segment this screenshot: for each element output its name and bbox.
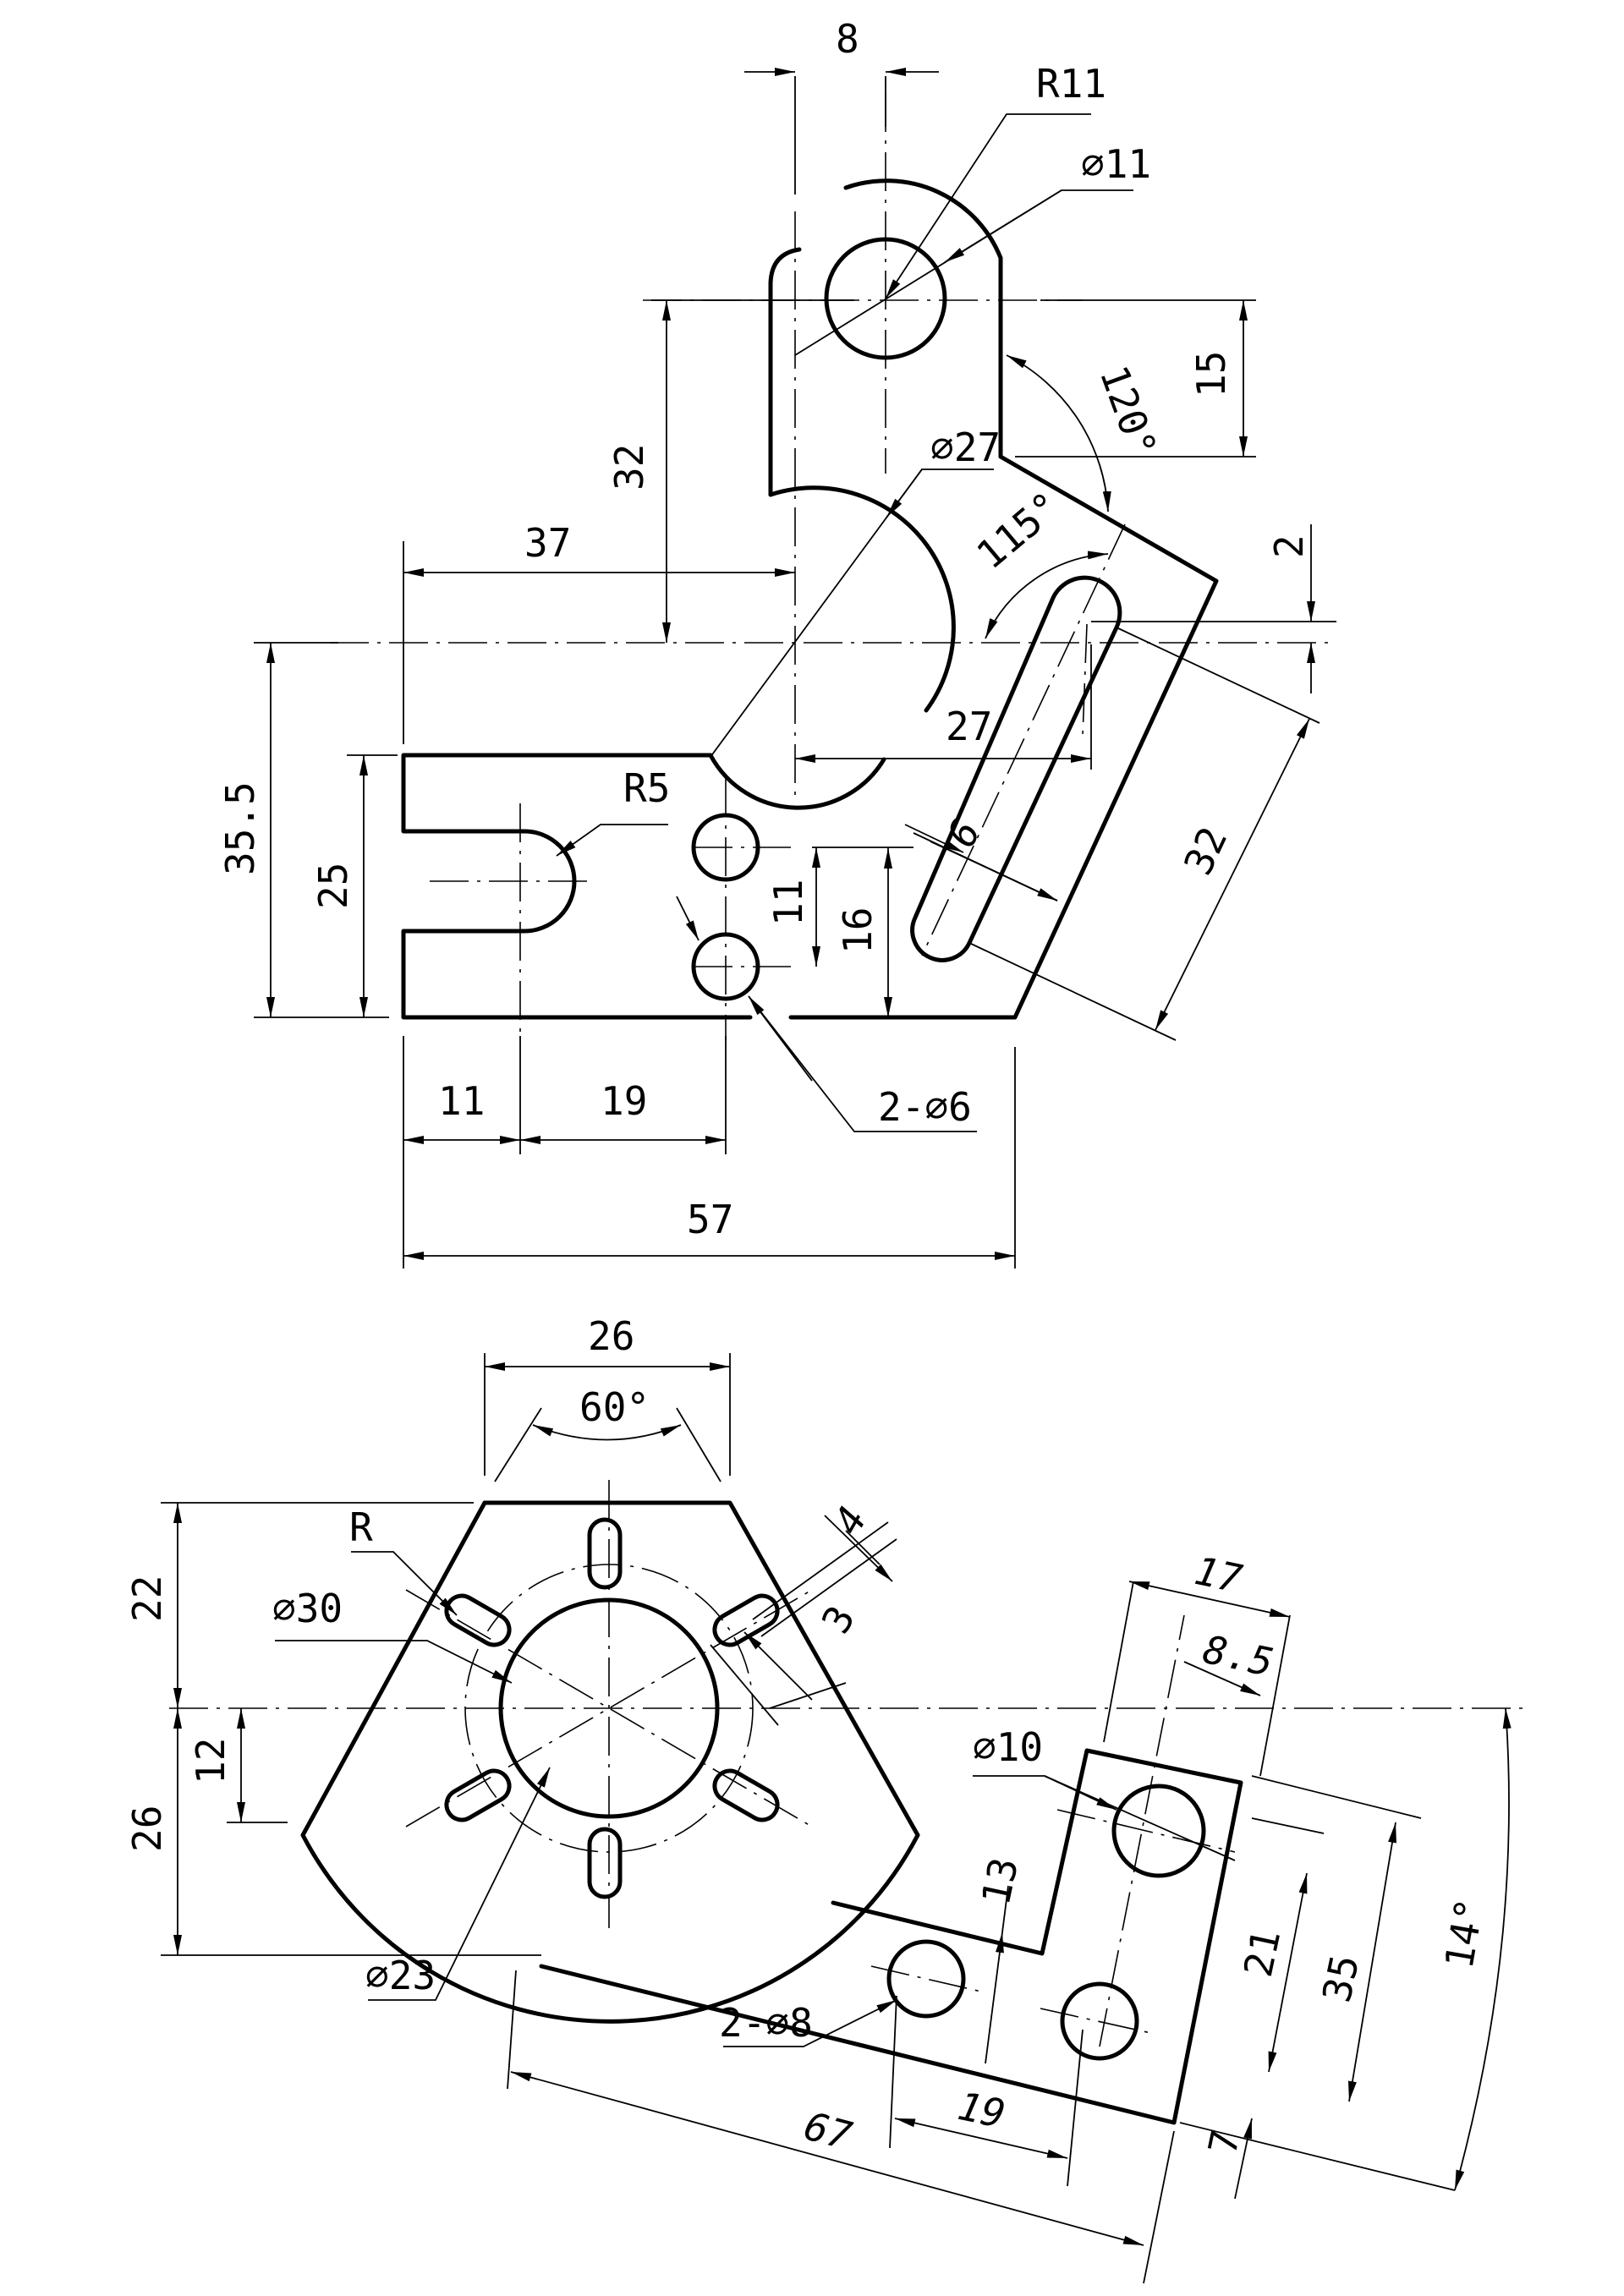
- dim-21: 21: [1235, 1926, 1289, 1981]
- dim-67: 67: [799, 2102, 857, 2159]
- dim-35-5: 35.5: [217, 781, 263, 875]
- top-view: 8 R11 ⌀11 120° 15 32 ⌀27 115° 2 37 35.5 …: [217, 16, 1336, 1269]
- dim-r5: R5: [623, 765, 670, 811]
- top-dimension-labels: 8 R11 ⌀11 120° 15 32 ⌀27 115° 2 37 35.5 …: [217, 16, 1312, 1242]
- top-dimension-lines: [254, 68, 1336, 1269]
- dim-dia11: ⌀11: [1081, 141, 1151, 187]
- bottom-dimension-lines: [161, 1353, 1512, 2284]
- dim-57: 57: [687, 1197, 733, 1242]
- dim-11-horizontal: 11: [438, 1078, 485, 1124]
- dim-22: 22: [124, 1575, 170, 1622]
- dim-dia23: ⌀23: [365, 1953, 436, 1998]
- dim-19-bottom: 19: [954, 2083, 1009, 2137]
- top-center-lines: [330, 93, 1336, 1040]
- dim-120-deg: 120°: [1091, 359, 1166, 463]
- dim-r: R: [349, 1504, 373, 1550]
- dim-17: 17: [1191, 1548, 1247, 1602]
- dim-2-dia6: 2-⌀6: [878, 1084, 972, 1130]
- bottom-center-lines: [169, 1480, 1522, 2047]
- dim-dia27: ⌀27: [930, 425, 1001, 470]
- dim-3: 3: [813, 1598, 864, 1641]
- dim-8: 8: [836, 16, 859, 62]
- dim-32-slot: 32: [1175, 820, 1236, 882]
- dim-2-dia8: 2-⌀8: [719, 2000, 813, 2046]
- dim-26-left: 26: [124, 1806, 170, 1852]
- dim-60-deg: 60°: [579, 1384, 650, 1430]
- dim-115-deg: 115°: [968, 483, 1069, 578]
- bottom-dimension-labels: 26 60° R 4 22 ⌀30 3 17 8.5 ⌀10 12 26 13 …: [124, 1313, 1493, 2159]
- dim-26-top: 26: [588, 1313, 634, 1359]
- dim-32-left: 32: [606, 444, 652, 490]
- dim-12: 12: [188, 1738, 233, 1784]
- dim-37: 37: [524, 520, 571, 566]
- dim-19: 19: [601, 1078, 647, 1124]
- dim-13: 13: [973, 1854, 1027, 1909]
- dim-35: 35: [1314, 1951, 1368, 2006]
- dim-11-vertical: 11: [765, 879, 811, 926]
- dim-dia30: ⌀30: [272, 1586, 343, 1631]
- dim-25: 25: [310, 863, 356, 909]
- dim-2: 2: [1266, 534, 1312, 558]
- dim-15: 15: [1188, 351, 1234, 397]
- dim-27: 27: [946, 704, 992, 749]
- bottom-view: 26 60° R 4 22 ⌀30 3 17 8.5 ⌀10 12 26 13 …: [124, 1313, 1522, 2284]
- dim-16: 16: [835, 907, 881, 954]
- dim-r11: R11: [1036, 61, 1106, 107]
- dim-dia10: ⌀10: [973, 1724, 1043, 1770]
- dim-8-5: 8.5: [1199, 1626, 1278, 1685]
- dim-14-deg: 14°: [1436, 1895, 1494, 1972]
- dim-7: 7: [1199, 2126, 1249, 2158]
